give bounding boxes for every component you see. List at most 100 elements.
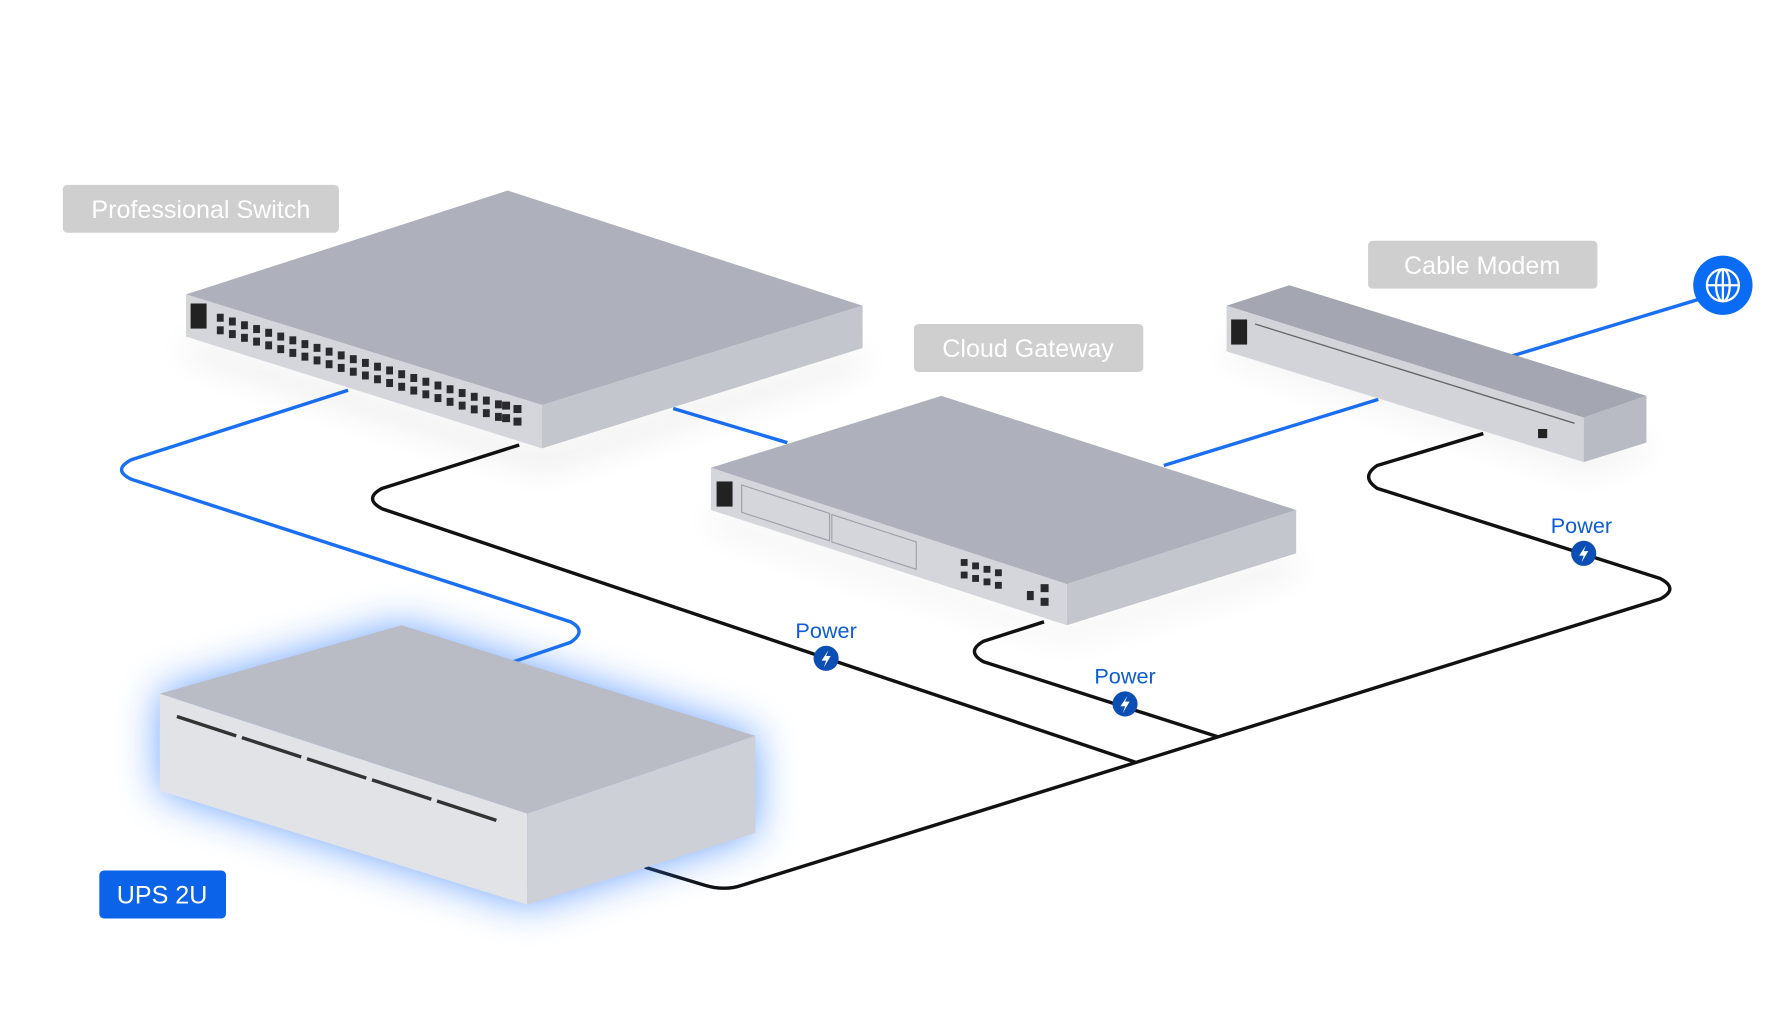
vent-slot — [241, 735, 302, 759]
port — [482, 409, 490, 418]
vent-slot — [371, 778, 432, 801]
power-label: Power — [1551, 513, 1612, 538]
port — [386, 366, 394, 375]
port — [325, 360, 333, 369]
display-icon — [716, 481, 733, 507]
vent-slot — [176, 714, 237, 738]
port — [289, 336, 297, 345]
port — [241, 333, 248, 342]
port — [972, 575, 979, 582]
port — [502, 401, 511, 410]
port — [277, 332, 285, 341]
label-ups-2u: UPS 2U — [99, 870, 226, 919]
port — [482, 396, 490, 405]
port — [434, 381, 442, 390]
port — [361, 371, 369, 380]
port — [422, 377, 430, 386]
port — [470, 405, 478, 414]
port — [289, 348, 297, 357]
power-cable-modem-ups — [644, 431, 1672, 890]
professional-switch-device[interactable] — [186, 190, 863, 468]
svg-text:Cable Modem: Cable Modem — [1404, 252, 1560, 280]
port — [983, 565, 991, 573]
drive-bay-1 — [741, 484, 831, 542]
port — [349, 355, 357, 364]
port — [960, 571, 968, 579]
port — [502, 414, 511, 423]
power-label: Power — [1094, 663, 1155, 688]
port — [374, 375, 381, 384]
power-cable-gateway — [972, 620, 1220, 739]
data-cable-modem-internet — [1511, 297, 1701, 358]
port — [513, 417, 522, 426]
port — [313, 343, 321, 352]
port — [458, 389, 466, 398]
port — [446, 397, 454, 406]
port — [410, 386, 418, 395]
port — [398, 382, 406, 391]
port — [446, 385, 454, 394]
port — [960, 559, 968, 566]
port — [241, 321, 248, 330]
port — [470, 392, 478, 401]
port — [253, 325, 260, 334]
port — [216, 313, 224, 322]
port — [398, 370, 406, 379]
port — [337, 351, 345, 360]
port — [972, 562, 979, 570]
port — [349, 367, 357, 376]
port — [983, 578, 991, 586]
gateway-ethernet-ports — [960, 559, 1049, 606]
port — [1026, 591, 1034, 601]
ups-2u-device[interactable] — [159, 625, 756, 905]
internet-globe-icon — [1693, 255, 1753, 315]
power-point-1: Power — [795, 618, 857, 671]
data-cable-switch-ups — [119, 388, 581, 664]
port — [434, 394, 442, 403]
port — [458, 401, 466, 410]
switch-ethernet-ports — [216, 313, 522, 426]
modem-status-icon — [1231, 319, 1248, 345]
label-professional-switch: Professional Switch — [62, 184, 339, 233]
port — [495, 412, 502, 421]
port — [265, 328, 273, 337]
port — [386, 379, 394, 388]
power-label: Power — [795, 618, 856, 643]
port — [994, 581, 1002, 589]
port — [1040, 584, 1049, 593]
port — [301, 352, 309, 361]
port — [994, 569, 1002, 577]
port — [253, 337, 260, 346]
port — [301, 340, 309, 349]
port — [216, 326, 224, 335]
port — [361, 358, 369, 367]
port — [1040, 597, 1049, 606]
port — [228, 330, 236, 339]
svg-text:UPS 2U: UPS 2U — [117, 882, 208, 910]
port — [513, 405, 522, 414]
port — [313, 356, 321, 365]
svg-text:Cloud Gateway: Cloud Gateway — [942, 335, 1114, 363]
label-cable-modem: Cable Modem — [1368, 240, 1598, 289]
coax-port-icon — [1538, 428, 1548, 439]
port — [325, 347, 333, 356]
console-port-icon — [190, 303, 207, 329]
port — [374, 362, 381, 371]
drive-bay-2 — [831, 513, 917, 571]
port — [337, 363, 345, 372]
port — [422, 390, 430, 399]
ups-vents — [176, 714, 497, 822]
port — [228, 317, 236, 326]
power-point-3: Power — [1551, 513, 1612, 566]
label-cloud-gateway: Cloud Gateway — [913, 324, 1144, 372]
port — [277, 345, 285, 354]
vent-slot — [436, 799, 497, 822]
data-cable-gateway-modem — [1163, 397, 1379, 468]
svg-text:Professional Switch: Professional Switch — [91, 196, 310, 224]
cloud-gateway-device[interactable] — [710, 395, 1297, 639]
cable-modem-device[interactable] — [1226, 285, 1647, 471]
port — [265, 341, 273, 350]
vent-slot — [306, 757, 367, 780]
